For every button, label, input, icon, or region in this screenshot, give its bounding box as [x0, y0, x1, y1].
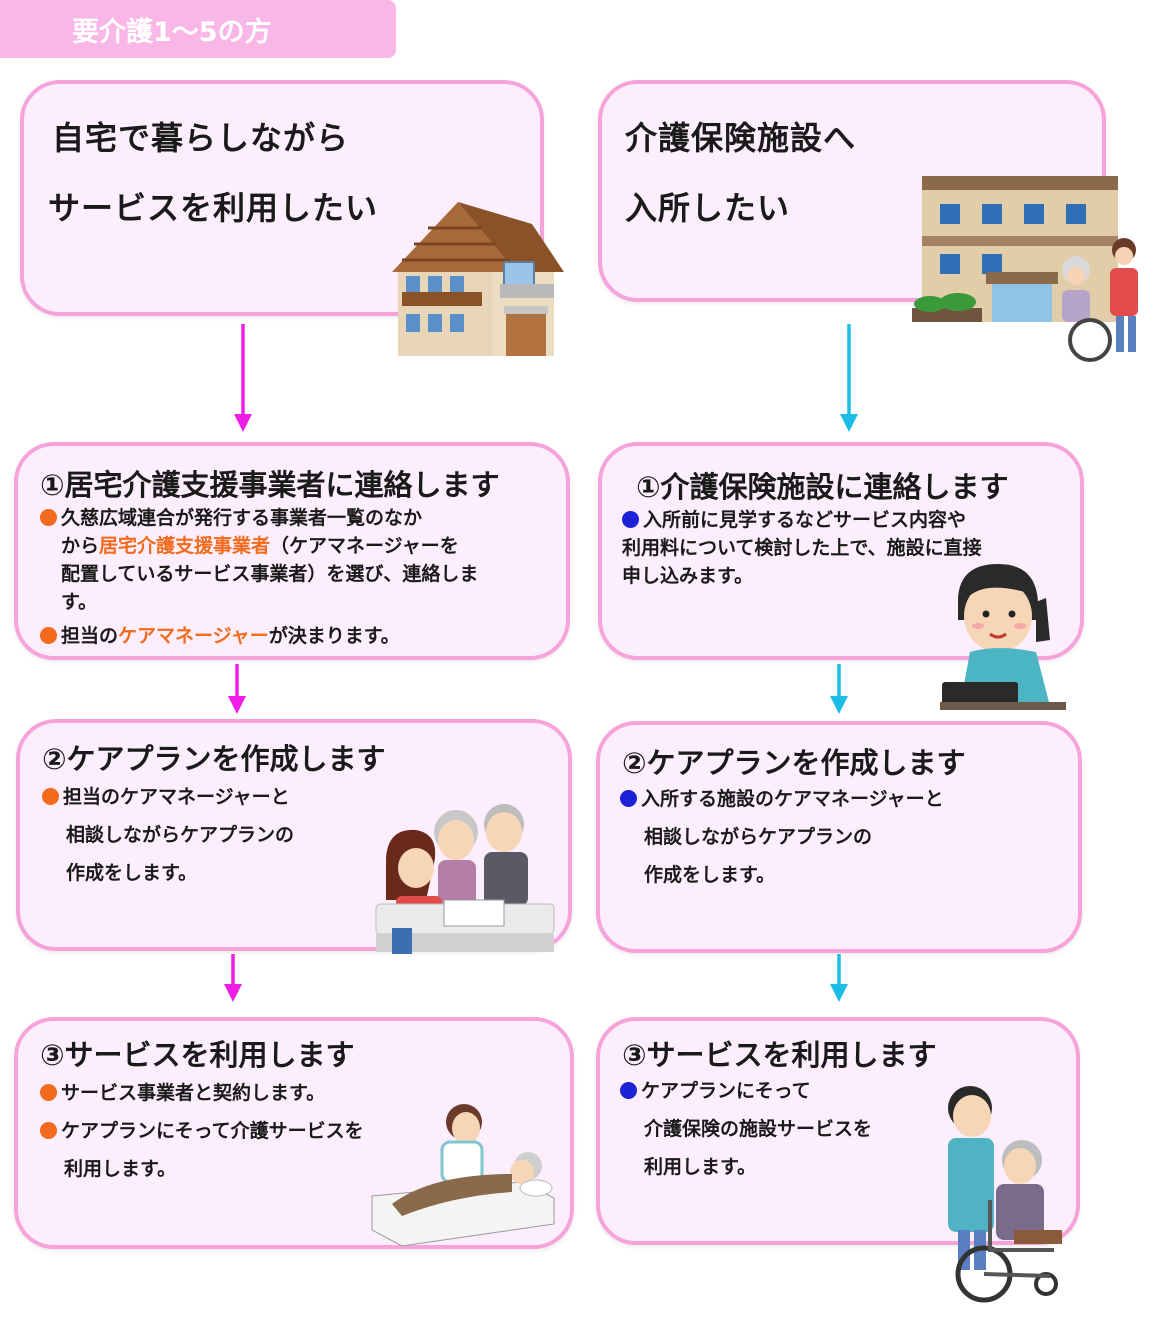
home-step1-highlight-caremanager: ケアマネージャー [118, 625, 269, 647]
facility-step3-body: ケアプランにそって 介護保険の施設サービスを 利用します。 [620, 1072, 872, 1186]
facility-step2-body: 入所する施設のケアマネージャーと 相談しながらケアプランの 作成をします。 [620, 780, 944, 894]
facility-step1-body: 入所前に見学するなどサービス内容や 利用料について検討した上で、施設に直接 申し… [622, 506, 982, 590]
facility-building-illustration-icon [912, 176, 1138, 362]
facility-option-line2: 入所したい [625, 189, 791, 227]
home-step1-bullet2-post: が決まります。 [268, 625, 400, 647]
bullet-dot-icon [42, 788, 59, 805]
facility-step1-title: ①介護保険施設に連絡します [636, 470, 1009, 504]
flow-arrow-facility-1 [840, 324, 858, 432]
flow-arrow-facility-3 [830, 954, 848, 1002]
facility-step3-line1: ケアプランにそって [641, 1080, 811, 1102]
flow-arrow-home-3 [224, 954, 242, 1002]
house-illustration-icon [392, 202, 564, 356]
category-tag: 要介護1～5の方 [0, 0, 396, 58]
home-step2-line1: 担当のケアマネージャーと [63, 786, 290, 808]
facility-option-line1: 介護保険施設へ [625, 119, 857, 157]
bullet-dot-icon [620, 1082, 637, 1099]
home-step1-title: ①居宅介護支援事業者に連絡します [40, 468, 500, 502]
facility-step3-line2: 介護保険の施設サービスを [644, 1118, 873, 1140]
home-step1-body: 久慈広域連合が発行する事業者一覧のなか から居宅介護支援事業者（ケアマネージャー… [40, 504, 478, 650]
bullet-dot-icon [620, 790, 637, 807]
home-step2-line3: 作成をします。 [66, 862, 198, 884]
home-step3-bullet2-line2: 利用します。 [64, 1158, 177, 1180]
bullet-dot-icon [40, 1084, 57, 1101]
home-step1-box [14, 442, 570, 660]
facility-step2-line1: 入所する施設のケアマネージャーと [641, 788, 944, 810]
home-step3-body: サービス事業者と契約します。 ケアプランにそって介護サービスを 利用します。 [40, 1074, 364, 1188]
facility-step2-box [596, 721, 1082, 953]
home-option-line1: 自宅で暮らしながら [52, 119, 350, 157]
facility-step1-line1: 入所前に見学するなどサービス内容や [643, 509, 967, 531]
facility-step2-line2: 相談しながらケアプランの [644, 826, 873, 848]
facility-step1-line3: 申し込みます。 [622, 565, 754, 587]
facility-step2-line3: 作成をします。 [644, 864, 776, 886]
home-step3-bullet1: サービス事業者と契約します。 [61, 1082, 326, 1104]
home-step2-body: 担当のケアマネージャーと 相談しながらケアプランの 作成をします。 [42, 778, 294, 892]
home-option-line2: サービスを利用したい [48, 189, 379, 227]
home-step1-bullet1-line2-pre: から [61, 535, 100, 557]
bullet-dot-icon [40, 1122, 57, 1139]
facility-step3-line3: 利用します。 [644, 1156, 757, 1178]
facility-step2-title: ②ケアプランを作成します [622, 746, 966, 780]
bullet-dot-icon [40, 627, 57, 644]
home-step3-bullet2-line1: ケアプランにそって介護サービスを [61, 1120, 364, 1142]
home-step1-highlight-provider: 居宅介護支援事業者 [99, 535, 271, 557]
home-step3-title: ③サービスを利用します [40, 1038, 355, 1072]
bed-care-illustration-icon [371, 1104, 555, 1247]
home-step1-bullet2-pre: 担当の [61, 625, 119, 647]
home-step1-bullet1-line1: 久慈広域連合が発行する事業者一覧のなか [61, 507, 423, 529]
home-step1-bullet1-line3: 配置しているサービス事業者）を選び、連絡しま [61, 563, 479, 585]
wheelchair-care-illustration-icon [948, 1086, 1062, 1303]
person-on-phone-illustration-icon [940, 564, 1066, 710]
flow-arrow-home-1 [234, 324, 252, 432]
flow-arrow-facility-2 [830, 664, 848, 714]
bullet-dot-icon [622, 511, 639, 528]
consultation-illustration-icon [375, 804, 555, 954]
home-step2-title: ②ケアプランを作成します [42, 742, 386, 776]
bullet-dot-icon [40, 509, 57, 526]
flow-arrow-home-2 [228, 664, 246, 714]
home-option-box [20, 80, 544, 316]
home-step1-bullet1-line4: す。 [61, 591, 98, 613]
facility-step3-title: ③サービスを利用します [622, 1038, 937, 1072]
facility-step1-line2: 利用料について検討した上で、施設に直接 [622, 537, 982, 559]
home-step1-bullet1-line2-post: （ケアマネージャーを [270, 535, 459, 557]
home-step2-line2: 相談しながらケアプランの [66, 824, 295, 846]
